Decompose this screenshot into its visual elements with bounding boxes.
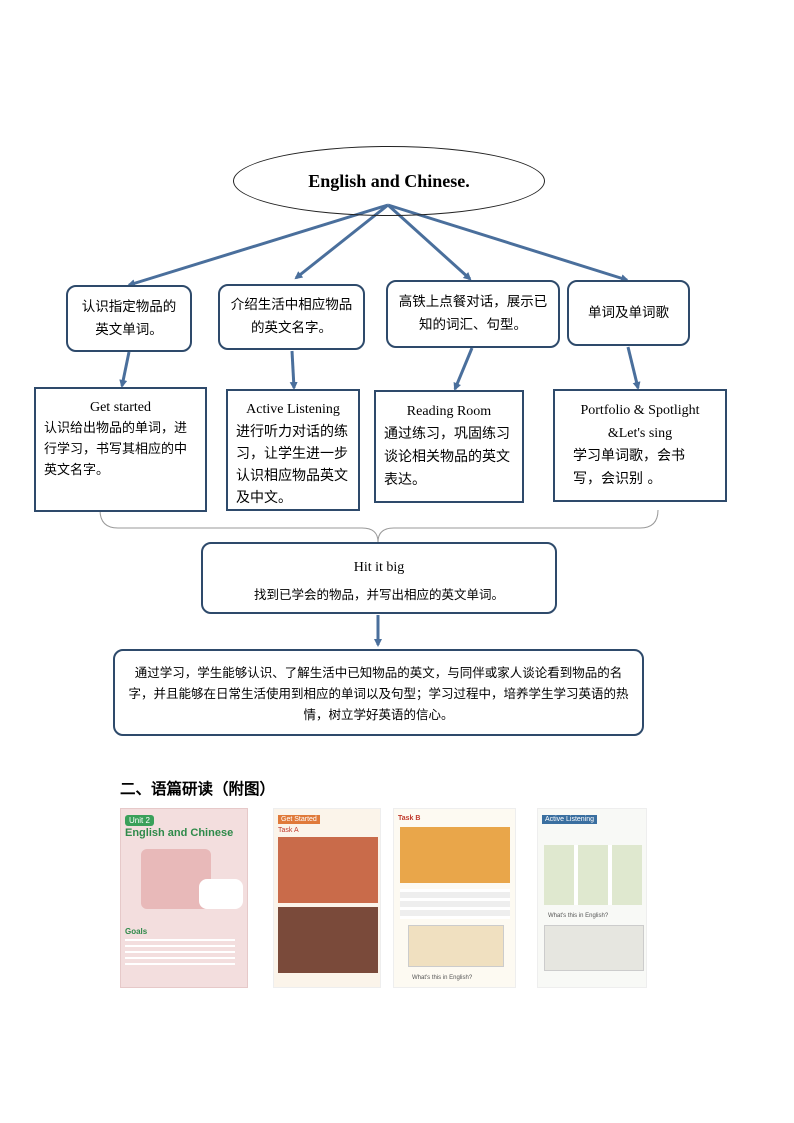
topic-oval: English and Chinese. (233, 146, 545, 216)
activity-box-3: Reading Room 通过练习，巩固练习谈论相关物品的英文表达。 (374, 390, 524, 503)
thumb3-word-list (400, 889, 510, 919)
thumb4-picture-grid (544, 845, 642, 905)
summary-text: 通过学习，学生能够认识、了解生活中已知物品的英文，与同伴或家人谈论看到物品的名字… (128, 665, 629, 722)
thumb1-title: English and Chinese (125, 827, 234, 839)
thumb4-question: What's this in English? (548, 913, 609, 919)
intro-text-3: 高铁上点餐对话，展示已知的词汇、句型。 (398, 294, 548, 333)
textbook-thumbnail-3: Task B What's this in English? (393, 808, 516, 988)
activity-box-4: Portfolio & Spotlight &Let's sing 学习单词歌，… (553, 389, 727, 502)
summary-box: 通过学习，学生能够认识、了解生活中已知物品的英文，与同伴或家人谈论看到物品的名字… (113, 649, 644, 736)
intro-text-4: 单词及单词歌 (588, 304, 669, 321)
intro-box-2: 介绍生活中相应物品的英文名字。 (218, 284, 365, 350)
thumb3-living-room (400, 827, 510, 883)
intro-text-1: 认识指定物品的英文单词。 (81, 298, 177, 338)
hit-title: Hit it big (353, 560, 405, 575)
activity-box-1: Get started 认识给出物品的单词，进行学习，书写其相应的中英文名字。 (34, 387, 207, 512)
hit-it-big-box: Hit it big 找到已学会的物品，并写出相应的英文单词。 (201, 542, 557, 614)
intro-text-2: 介绍生活中相应物品的英文名字。 (230, 297, 353, 336)
arrow-to-activity-2 (289, 350, 298, 390)
textbook-thumbnail-1: Unit 2 English and Chinese Goals (120, 808, 248, 988)
activity-heading-1: Get started (89, 400, 152, 415)
arrow-to-activity-1 (119, 351, 131, 388)
thumb1-goals-label: Goals (125, 927, 148, 936)
arrow-to-intro-2 (294, 203, 389, 280)
textbook-thumbnail-4: Active Listening What's this in English? (537, 808, 647, 988)
thumb3-picture-grid (408, 925, 504, 967)
intro-box-4: 单词及单词歌 (567, 280, 690, 346)
thumb1-speech-bubble (199, 879, 243, 909)
thumb2-task-label: Task A (278, 827, 299, 834)
activity-box-2: Active Listening 进行听力对话的练习，让学生进一步认识相应物品英… (226, 389, 360, 511)
activity-body-4: 学习单词歌，会书写，会识别 。 (573, 448, 685, 487)
activity-heading-2: Active Listening (246, 402, 340, 417)
arrow-to-intro-4 (387, 203, 629, 283)
thumb1-goal-lines (125, 939, 235, 969)
grouping-brace (99, 509, 659, 543)
textbook-thumbnail-2: Get Started Task A (273, 808, 381, 988)
arrow-to-intro-3 (386, 203, 472, 281)
activity-body-2: 进行听力对话的练习，让学生进一步认识相应物品英文及中文。 (236, 424, 348, 506)
activity-heading-3: Reading Room (406, 404, 492, 419)
thumb2-badge: Get Started (278, 815, 320, 824)
thumb2-shop-illustration (278, 837, 378, 903)
thumb4-listening-table (544, 925, 644, 971)
thumb3-task-label: Task B (398, 815, 421, 822)
intro-box-1: 认识指定物品的英文单词。 (66, 285, 192, 352)
arrow-to-activity-3 (453, 347, 474, 391)
hit-body: 找到已学会的物品，并写出相应的英文单词。 (253, 587, 504, 602)
arrow-to-activity-4 (626, 346, 641, 390)
thumb3-question: What's this in English? (412, 975, 473, 981)
activity-body-1: 认识给出物品的单词，进行学习，书写其相应的中英文名字。 (44, 421, 188, 478)
thumb1-unit-badge: Unit 2 (125, 815, 154, 826)
section-heading: 二、语篇研读（附图） (120, 780, 276, 798)
activity-heading-4: Portfolio & Spotlight &Let's sing (580, 403, 700, 441)
arrow-to-intro-1 (127, 203, 389, 288)
activity-body-3: 通过练习，巩固练习谈论相关物品的英文表达。 (384, 426, 510, 488)
thumb4-badge: Active Listening (542, 815, 598, 824)
intro-box-3: 高铁上点餐对话，展示已知的词汇、句型。 (386, 280, 560, 348)
thumb2-restaurant-illustration (278, 907, 378, 973)
topic-title: English and Chinese. (308, 170, 470, 191)
